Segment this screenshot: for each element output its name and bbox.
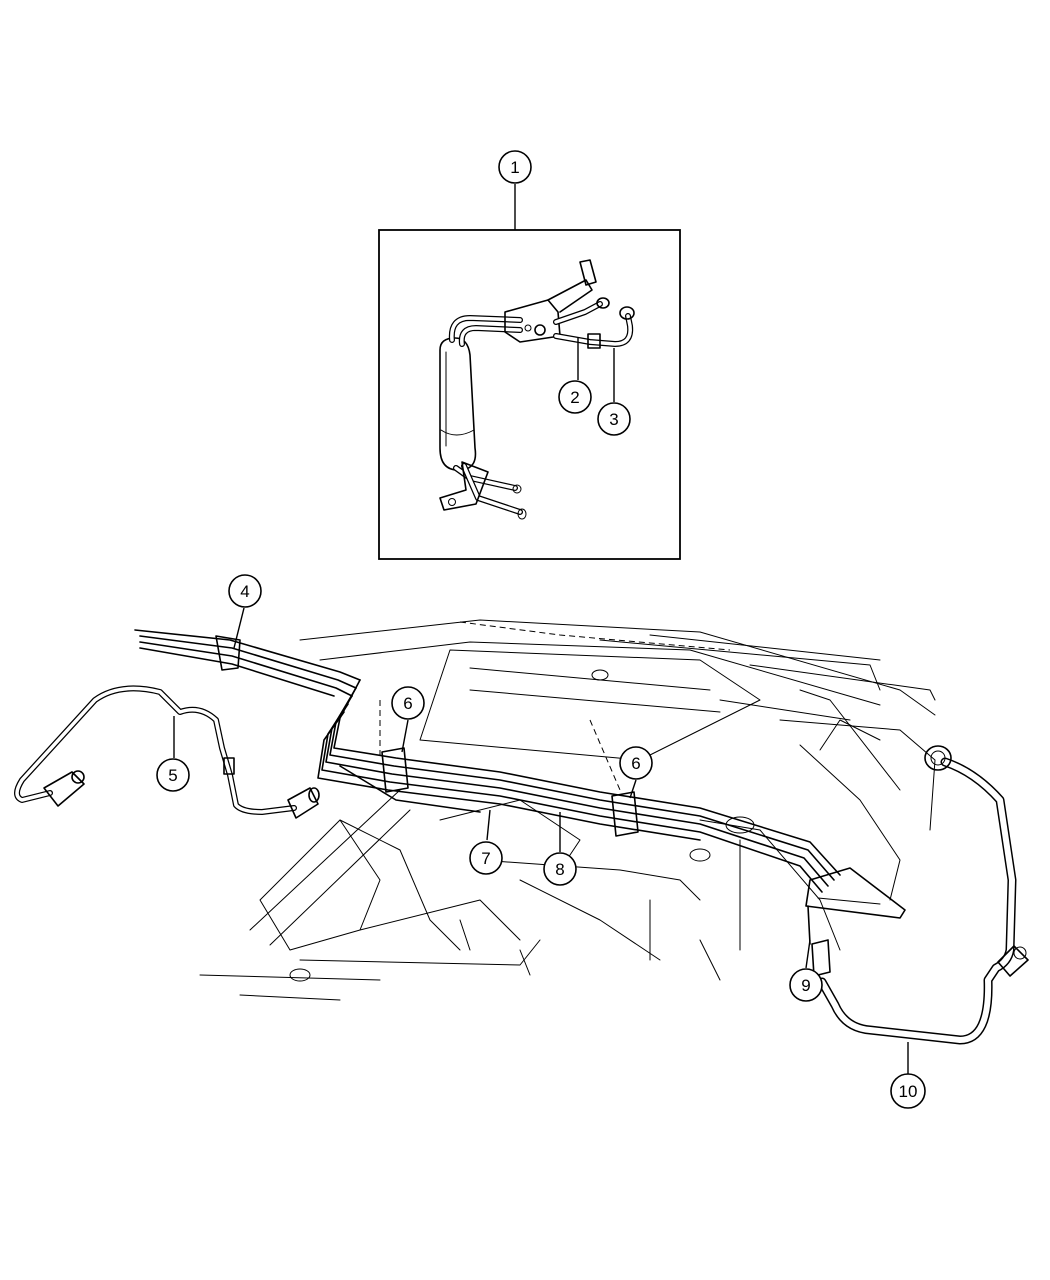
part-5-hose (14, 685, 320, 819)
callout-circle (619, 746, 653, 780)
callout-number: 10 (899, 1082, 918, 1101)
callout-2: 2 (558, 380, 592, 414)
callout-1: 1 (498, 150, 532, 184)
callout-number: 8 (555, 860, 564, 879)
callout-number: 5 (168, 766, 177, 785)
callout-circle (391, 686, 425, 720)
rear-bracket (805, 867, 906, 919)
callout-circle (789, 968, 823, 1002)
callout-7: 7 (469, 841, 503, 875)
clip-6-right (611, 791, 639, 837)
inset-detail (378, 229, 681, 560)
callout-number: 4 (240, 582, 249, 601)
lower-tubes (439, 461, 527, 520)
callout-circle (469, 841, 503, 875)
upper-tubes (448, 315, 523, 347)
callout-number: 3 (609, 410, 618, 429)
callout-4: 4 (228, 574, 262, 608)
callout-9: 9 (789, 968, 823, 1002)
callout-circle (498, 150, 532, 184)
outlet-pipes (553, 297, 635, 349)
clip-4 (215, 635, 241, 671)
callout-circle (228, 574, 262, 608)
clip-6-left (381, 747, 409, 793)
leader-lines (173, 184, 909, 1074)
callout-3: 3 (597, 402, 631, 436)
callout-circle (597, 402, 631, 436)
callout-6-right: 6 (619, 746, 653, 780)
callout-8: 8 (543, 852, 577, 886)
main-lines (317, 679, 906, 919)
callout-5: 5 (156, 758, 190, 792)
front-line-bundle (134, 629, 361, 697)
cooler-body (439, 337, 477, 471)
callout-number: 6 (631, 754, 640, 773)
callout-6-left: 6 (391, 686, 425, 720)
callout-number: 1 (510, 158, 519, 177)
vehicle-underbody (199, 619, 936, 1001)
callout-circle (543, 852, 577, 886)
callout-circle (156, 758, 190, 792)
callout-circle (890, 1073, 926, 1109)
inset-frame (378, 229, 681, 560)
callout-number: 2 (570, 388, 579, 407)
callout-circle (558, 380, 592, 414)
part-10-hose (807, 745, 1029, 1045)
callout-10: 10 (890, 1073, 926, 1109)
callout-number: 9 (801, 976, 810, 995)
callout-number: 7 (481, 849, 490, 868)
callout-number: 6 (403, 694, 412, 713)
